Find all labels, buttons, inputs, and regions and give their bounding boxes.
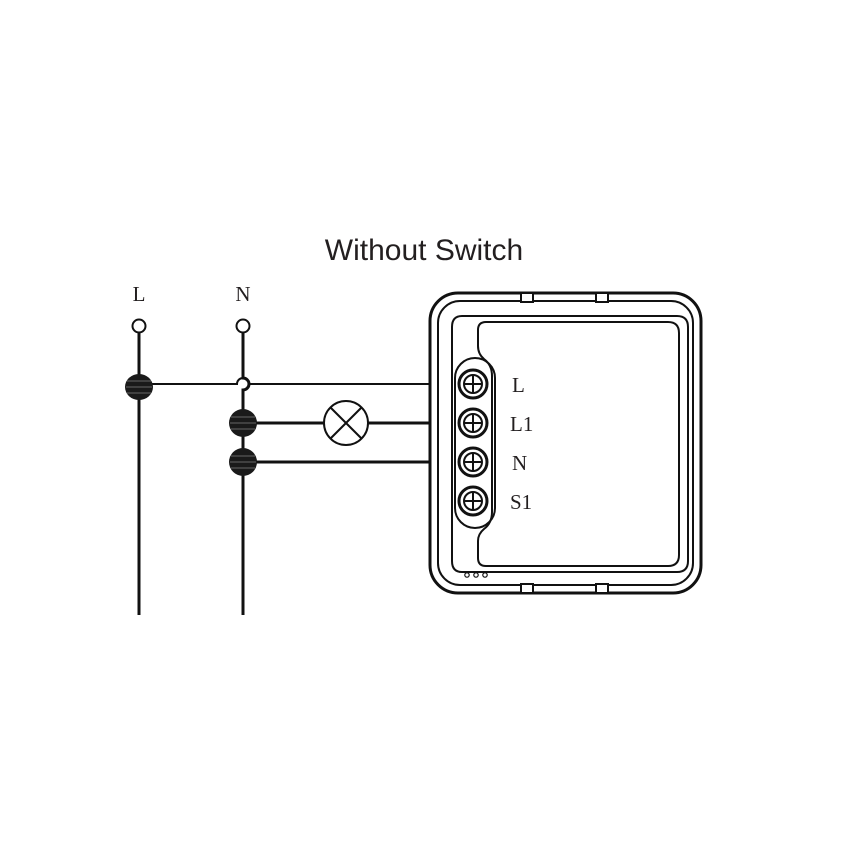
- terminal-n-screw: [457, 446, 489, 478]
- terminal-label-s1: S1: [510, 490, 532, 514]
- terminal-l1-screw: [457, 407, 489, 439]
- terminal-label-l1: L1: [510, 412, 533, 436]
- terminal-label-l: L: [512, 373, 525, 397]
- neutral-wire-connector: [229, 448, 257, 476]
- smart-module: [428, 291, 703, 595]
- supply-line-label: L: [133, 282, 146, 306]
- diagram-title: Without Switch: [325, 234, 523, 267]
- line-supply-terminal: [131, 318, 147, 334]
- neutral-supply-terminal: [235, 318, 251, 334]
- terminal-label-n: N: [512, 451, 527, 475]
- terminal-l-screw: [457, 368, 489, 400]
- lamp-wire-connector: [229, 409, 257, 437]
- terminal-s1-screw: [457, 485, 489, 517]
- line-wire-connector: [125, 374, 153, 400]
- l-wire: [139, 377, 470, 385]
- supply-neutral-label: N: [235, 282, 250, 306]
- lamp-icon: [323, 400, 369, 446]
